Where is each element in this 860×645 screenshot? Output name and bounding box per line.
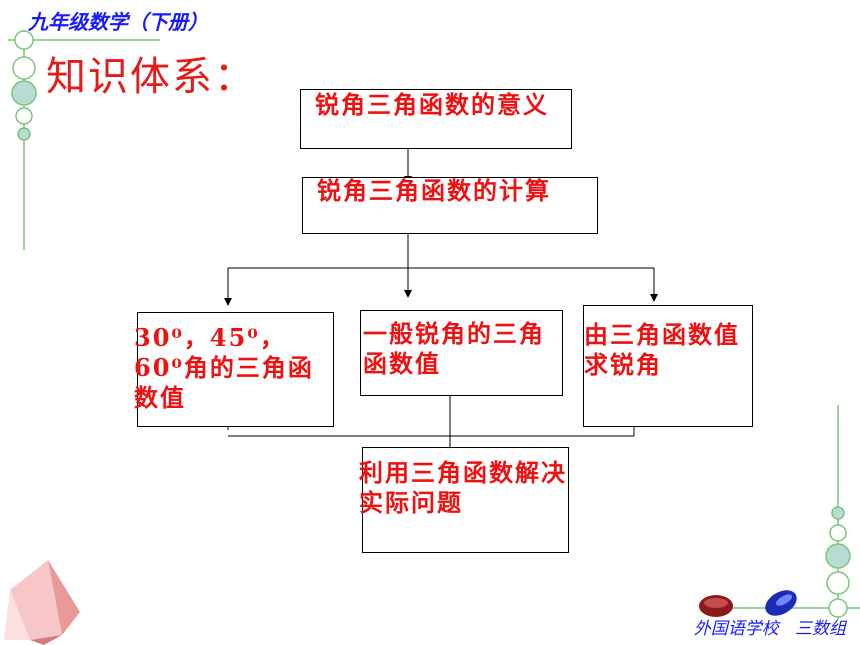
node-find-angle-box: 由三角函数值求锐角 <box>583 305 753 427</box>
node-application-label: 利用三角函数解决实际问题 <box>359 459 567 517</box>
node-general-angle-label: 一般锐角的三角函数值 <box>363 320 545 378</box>
node-find-angle-label: 由三角函数值求锐角 <box>584 321 740 379</box>
ornament-circle <box>828 598 848 618</box>
ornament-circle <box>829 524 847 542</box>
ornament-circle <box>15 107 33 125</box>
node-calculation-box: 锐角三角函数的计算 <box>302 177 598 234</box>
section-title: 知识体系： <box>46 54 256 100</box>
node-application-box: 利用三角函数解决实际问题 <box>359 447 569 553</box>
origami-crane-icon <box>4 560 80 645</box>
ornament-circle <box>14 30 34 50</box>
footer-group: 三数组 <box>795 619 846 639</box>
ornament-circle <box>12 56 36 80</box>
ornament-circle <box>11 80 37 106</box>
node-meaning-label: 锐角三角函数的意义 <box>315 91 549 119</box>
node-special-angles-box: 30⁰，45⁰，60⁰角的三角函数值 <box>134 312 334 427</box>
node-calculation-label: 锐角三角函数的计算 <box>317 177 551 205</box>
footer-logo-icon <box>699 590 797 617</box>
header-title: 九年级数学（下册） <box>28 10 208 34</box>
ornament-circle <box>826 571 850 595</box>
ornament-circle <box>831 506 845 520</box>
node-special-angles-label: 30⁰，45⁰，60⁰角的三角函数值 <box>134 323 314 412</box>
ornament-circle <box>17 127 31 141</box>
node-general-angle-box: 一般锐角的三角函数值 <box>360 310 563 396</box>
node-meaning-box: 锐角三角函数的意义 <box>300 89 572 149</box>
footer-school: 外国语学校 <box>693 619 779 639</box>
ornament-circle <box>825 543 851 569</box>
footer-school-group: 外国语学校 三数组 <box>694 614 846 639</box>
